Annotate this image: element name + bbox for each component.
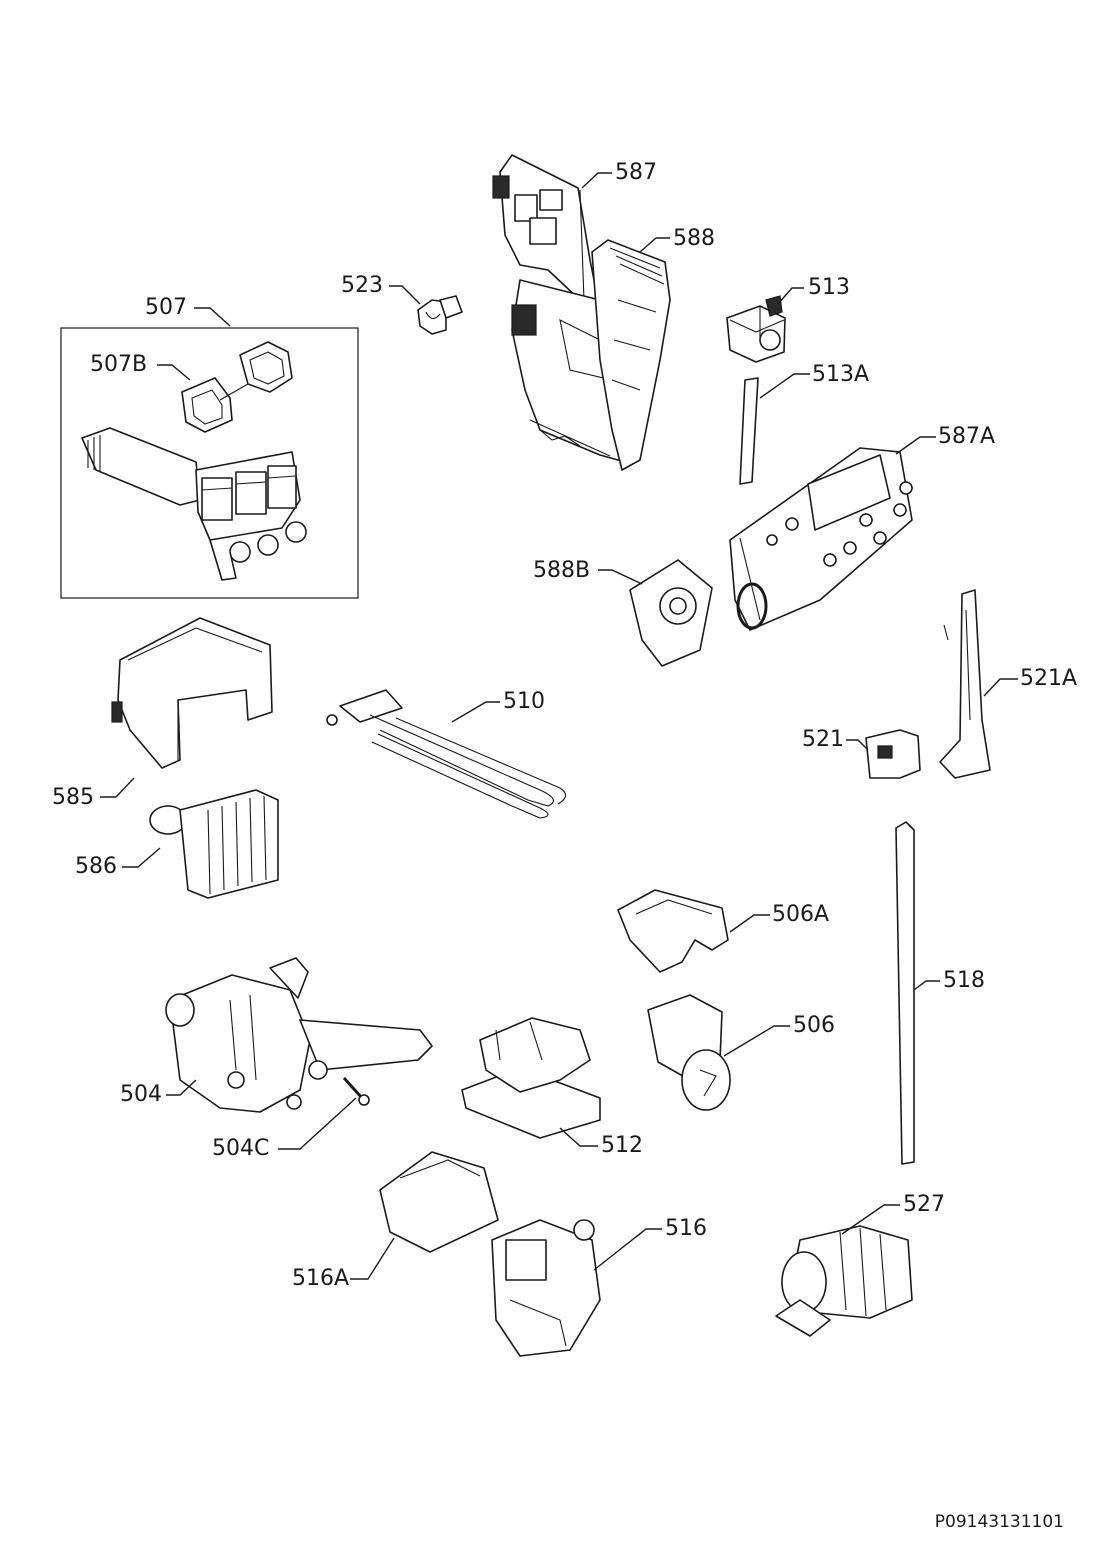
part-527-motor <box>775 1225 913 1337</box>
label-585: 585 <box>52 785 94 810</box>
part-588B-pressure-switch <box>629 559 713 667</box>
label-506A: 506A <box>772 902 830 927</box>
label-527: 527 <box>903 1192 945 1217</box>
part-504-motor <box>165 957 433 1113</box>
label-587: 587 <box>615 160 657 185</box>
label-510: 510 <box>503 689 545 714</box>
drawing-reference-code: P09143131101 <box>934 1512 1064 1532</box>
part-586-heatsink <box>149 789 279 899</box>
part-516A-cover <box>379 1151 499 1253</box>
label-513A: 513A <box>812 362 870 387</box>
label-521: 521 <box>802 727 844 752</box>
label-586: 586 <box>75 854 117 879</box>
part-504C-screw <box>342 1076 370 1106</box>
part-506A-cover <box>617 889 729 973</box>
label-588: 588 <box>673 226 715 251</box>
label-587A: 587A <box>938 424 996 449</box>
part-585-cover <box>111 617 273 769</box>
group-box-507 <box>60 327 359 599</box>
label-523: 523 <box>341 273 383 298</box>
label-512: 512 <box>601 1133 643 1158</box>
label-507B: 507B <box>90 352 148 377</box>
part-507-valve <box>81 427 307 581</box>
part-506-pump <box>647 994 731 1111</box>
part-521-switch <box>865 729 921 779</box>
part-510-heater <box>326 689 567 819</box>
label-506: 506 <box>793 1013 835 1038</box>
part-513-connector <box>726 295 786 363</box>
part-513A-rod <box>739 377 759 485</box>
part-507B-seal <box>181 341 293 433</box>
label-521A: 521A <box>1020 666 1078 691</box>
part-587A-display-board <box>729 447 913 631</box>
leader-lines <box>100 172 1018 1280</box>
part-516-drain-pump <box>491 1219 601 1357</box>
label-516: 516 <box>665 1216 707 1241</box>
part-512-bracket <box>461 1017 601 1139</box>
label-516A: 516A <box>292 1266 350 1291</box>
label-588B: 588B <box>533 558 591 583</box>
label-513: 513 <box>808 275 850 300</box>
label-504: 504 <box>120 1082 162 1107</box>
part-588-housing <box>591 239 671 471</box>
part-521A-rail <box>939 589 991 779</box>
part-518-rod <box>895 821 915 1165</box>
label-504C: 504C <box>212 1136 270 1161</box>
part-523-clip <box>417 295 463 335</box>
label-518: 518 <box>943 968 985 993</box>
label-507: 507 <box>145 295 187 320</box>
